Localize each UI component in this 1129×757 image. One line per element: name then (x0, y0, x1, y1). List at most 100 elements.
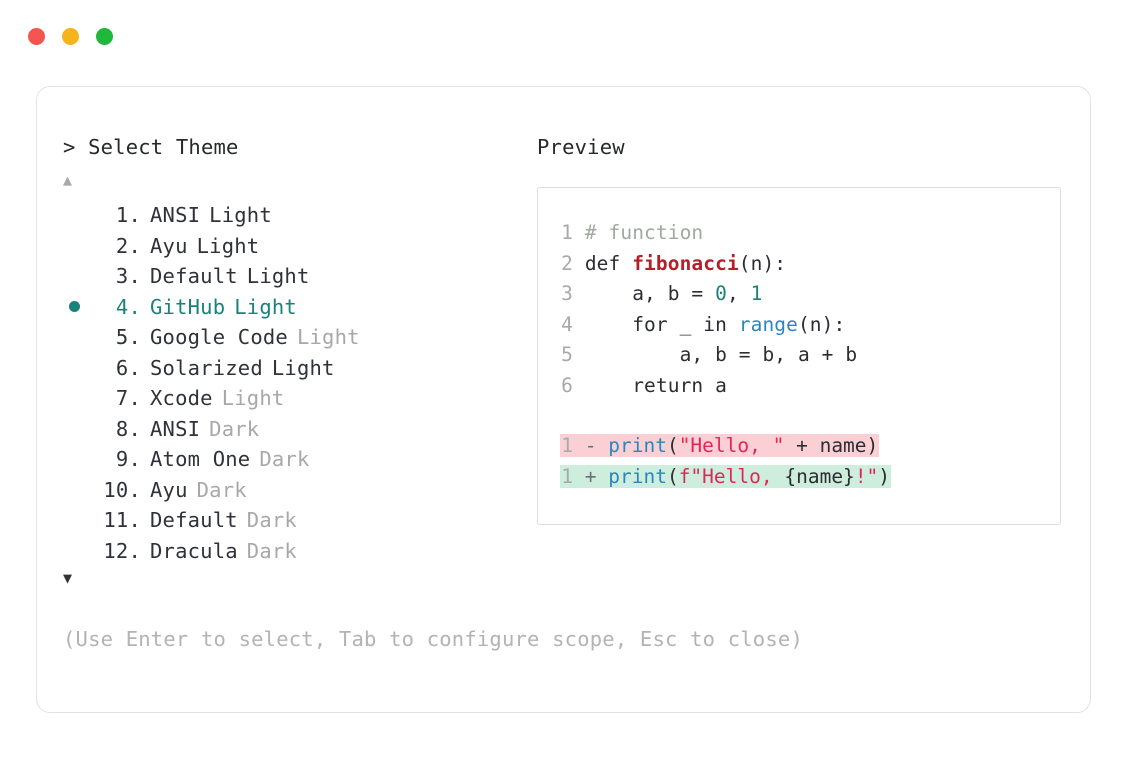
theme-variant: Light (296, 325, 360, 349)
theme-list-item[interactable]: 9. Atom One Dark (63, 444, 533, 475)
theme-index: 9. (115, 447, 141, 471)
code-token: , (726, 282, 751, 305)
code-token: a, b = (584, 282, 716, 305)
code-spacer (560, 401, 1060, 431)
theme-index: 3. (115, 264, 141, 288)
theme-name: Ayu (150, 233, 188, 258)
theme-name: ANSI (150, 203, 201, 227)
code-token: print (608, 434, 667, 457)
theme-index: 2. (115, 233, 141, 258)
code-token: return a (584, 373, 727, 397)
selection-bullet-icon (63, 200, 93, 231)
diff-line-added: 1 + print(f"Hello, {name}!") (560, 462, 1060, 493)
code-line: 2 def fibonacci(n): (560, 249, 1060, 280)
theme-list-item[interactable]: 2. Ayu Light (63, 231, 533, 262)
code-token: def (584, 251, 633, 275)
code-token: f"Hello, (678, 464, 785, 488)
theme-name: Solarized (150, 355, 263, 380)
code-token: for _ in (584, 312, 739, 336)
scroll-up-indicator-icon[interactable]: ▲ (63, 171, 73, 189)
diff-sign: - (573, 434, 609, 457)
theme-variant: Light (209, 203, 272, 227)
theme-list-item[interactable]: 3. Default Light (63, 261, 533, 292)
close-button[interactable] (28, 28, 45, 45)
diff-line-content: 1 + print(f"Hello, {name}!") (560, 464, 892, 488)
theme-index: 8. (115, 416, 141, 441)
line-number: 3 (561, 282, 573, 305)
theme-variant: Light (221, 386, 285, 410)
line-number: 2 (561, 251, 573, 275)
selection-bullet-icon (63, 475, 93, 506)
code-line: 5 a, b = b, a + b (560, 340, 1060, 371)
minimize-button[interactable] (62, 28, 79, 45)
theme-name: Ayu (150, 477, 188, 502)
theme-list-item[interactable]: 5. Google Code Light (63, 322, 533, 353)
theme-name: Default (150, 508, 238, 532)
maximize-button[interactable] (96, 28, 113, 45)
line-number: 1 (561, 464, 573, 488)
theme-variant: Light (271, 355, 335, 380)
theme-name: Xcode (150, 386, 213, 410)
theme-index: 6. (115, 355, 141, 380)
theme-name: Default (150, 264, 238, 288)
theme-variant: Dark (246, 538, 297, 563)
line-number: 1 (561, 434, 573, 457)
selection-bullet-icon (63, 383, 93, 414)
theme-name: Dracula (150, 538, 238, 563)
code-token: {name} (784, 464, 855, 488)
selected-dot-icon (69, 301, 80, 313)
diff-line-content: 1 - print("Hello, " + name) (560, 434, 880, 457)
theme-variant: Light (196, 233, 260, 258)
theme-variant: Dark (209, 416, 260, 441)
theme-list-item[interactable]: 12. Dracula Dark (63, 536, 533, 567)
code-line: 1 # function (560, 218, 1060, 249)
window-controls (28, 28, 113, 45)
line-number: 5 (561, 343, 573, 366)
line-number: 4 (561, 312, 573, 336)
diff-line-removed: 1 - print("Hello, " + name) (560, 431, 1060, 462)
code-line: 4 for _ in range(n): (560, 310, 1060, 341)
selection-bullet-icon (63, 261, 93, 292)
theme-variant: Dark (246, 508, 297, 532)
selection-bullet-icon (63, 414, 93, 445)
theme-index: 5. (115, 325, 141, 349)
code-token: "Hello, " (678, 434, 785, 457)
selection-bullet-icon (63, 322, 93, 353)
code-token: !" (854, 464, 879, 488)
code-token: 0 (715, 282, 727, 305)
theme-index: 12. (103, 538, 141, 563)
code-line: 6 return a (560, 371, 1060, 402)
code-token: range (738, 312, 798, 336)
scroll-down-indicator-icon[interactable]: ▼ (63, 569, 73, 587)
code-token: (n): (797, 312, 846, 336)
code-token: ( (666, 434, 679, 457)
theme-name: Atom One (150, 447, 251, 471)
selection-bullet-icon (63, 536, 93, 567)
theme-variant: Light (246, 264, 310, 288)
line-number: 6 (561, 373, 573, 397)
theme-list-item[interactable]: 6. Solarized Light (63, 353, 533, 384)
line-number: 1 (561, 221, 573, 244)
theme-index: 7. (115, 386, 141, 410)
theme-variant: Dark (259, 447, 310, 471)
selection-bullet-icon (63, 231, 93, 262)
code-token: (n): (738, 251, 787, 275)
prompt-heading: > Select Theme (63, 135, 239, 159)
code-token: # function (584, 221, 704, 244)
keyboard-hint: (Use Enter to select, Tab to configure s… (63, 627, 803, 651)
code-token: a, b = b, a + b (584, 343, 858, 366)
theme-index: 4. (115, 294, 141, 319)
theme-list-item[interactable]: 7. Xcode Light (63, 383, 533, 414)
theme-name: Google Code (150, 325, 288, 349)
code-token: + name) (784, 434, 879, 457)
code-line: 3 a, b = 0, 1 (560, 279, 1060, 310)
